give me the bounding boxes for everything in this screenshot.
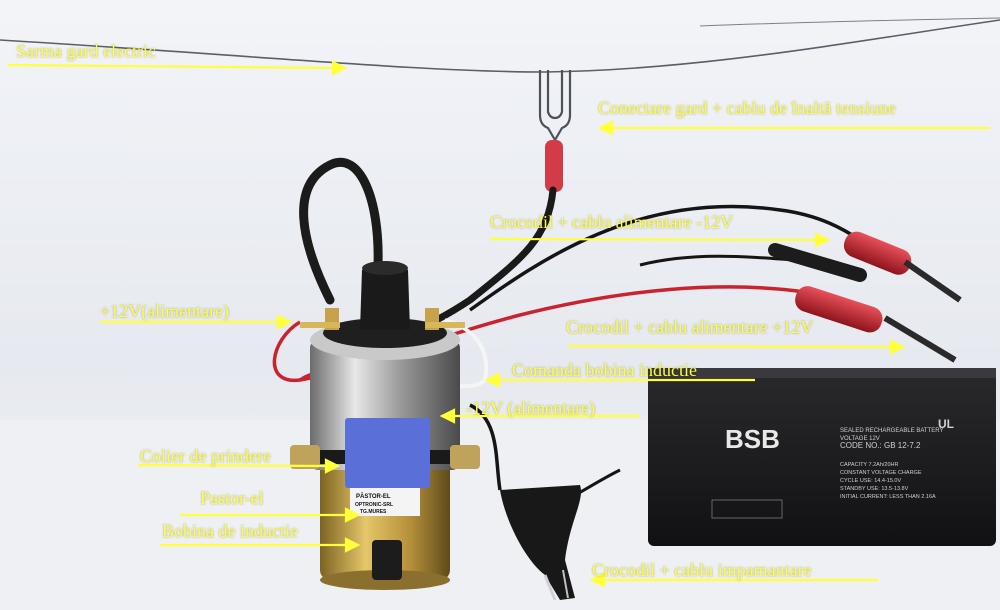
- battery-spec-5: STANDBY USE: 13.5-13.8V: [840, 486, 909, 492]
- battery-spec-3: CONSTANT VOLTAGE CHARGE: [840, 470, 922, 476]
- black-clip-body: [768, 243, 867, 282]
- battery-spec-1: VOLTAGE 12V: [840, 436, 880, 442]
- fence-wire-top: [699, 17, 1000, 27]
- battery-negative-cable: [468, 204, 861, 312]
- ground-cable: [469, 403, 502, 491]
- label-minus12: -12V (alimentare): [466, 398, 596, 418]
- sticker-line2: OPTRONIC-SRL: [355, 502, 393, 508]
- annotation-arrows: [7, 60, 990, 588]
- fork-connector: [538, 70, 572, 141]
- coil-loop-cable: [299, 158, 383, 305]
- fence-wire: [0, 19, 1000, 73]
- red-alligator-clip-lower: [795, 286, 957, 363]
- battery-brand: BSB: [725, 424, 780, 454]
- label-clamp: Colier de prindere: [140, 446, 271, 466]
- label-plus12: +12V(alimentare): [100, 301, 230, 321]
- fork-red-sleeve: [545, 140, 563, 192]
- ground-alligator-clips: [500, 485, 582, 601]
- label-ground-clip: Crocodil + cablu impamantare: [592, 560, 812, 580]
- label-coil: Bobina de inductie: [162, 521, 298, 541]
- induction-coil: PĂSTOR-EL OPTRONIC-SRL TG.MURES: [290, 261, 480, 590]
- battery-spec-0: SEALED RECHARGEABLE BATTERY: [840, 428, 943, 434]
- battery-spec-4: CYCLE USE: 14.4-15.0V: [840, 478, 901, 484]
- ul-mark: UL: [938, 417, 954, 431]
- label-fence-wire: Sarma gard electric: [16, 41, 156, 61]
- battery-spec-6: INITIAL CURRENT: LESS THAN 2.16A: [840, 494, 936, 500]
- label-fence-connection: Conectare gard + cablu de înaltă tensiun…: [598, 98, 897, 118]
- sticker-name: PĂSTOR-EL: [356, 493, 391, 500]
- label-coil-command: Comanda bobina inductie: [512, 360, 697, 380]
- sticker-line3: TG.MURES: [360, 509, 387, 515]
- label-pastor: Pastor-el: [200, 488, 264, 508]
- battery-spec-2: CAPACITY 7.2Ah/20HR: [840, 462, 899, 468]
- battery-code: CODE NO.: GB 12-7.2: [840, 441, 921, 450]
- label-clip-plus12: Crocodil + cablu alimentare +12V: [566, 317, 814, 337]
- label-clip-minus12: Crocodil + cablu alimentare -12V: [490, 212, 734, 232]
- red-alligator-clip-upper: [843, 231, 962, 303]
- battery: BSB SEALED RECHARGEABLE BATTERY VOLTAGE …: [648, 368, 996, 546]
